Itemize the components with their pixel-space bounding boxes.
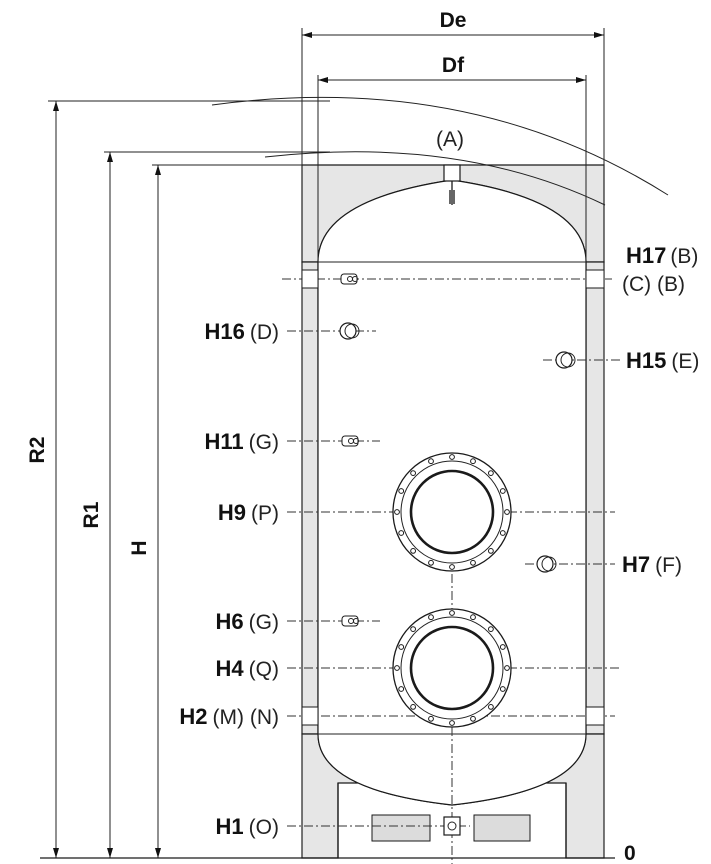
flange-q — [392, 608, 512, 728]
flange-bolt-hole — [499, 686, 506, 692]
flange-bolt-hole — [499, 488, 506, 494]
label-de: De — [440, 9, 467, 32]
label-h11: H11(G) — [205, 429, 279, 454]
flange-bolt-hole — [410, 704, 417, 710]
flange-bolt-hole — [398, 488, 405, 494]
flange-bolt-hole — [504, 509, 510, 515]
flange-bolt-hole — [394, 665, 400, 671]
flange-bolt-hole — [398, 686, 405, 692]
flange-bolt-hole — [410, 548, 417, 554]
flange-bolt-hole — [470, 614, 476, 621]
dimension-lines — [40, 28, 669, 859]
label-h6: H6(G) — [216, 609, 279, 634]
flange-bolt-hole — [499, 644, 506, 650]
connection-labels: (A) H16(D) H11(G) H9(P) H6(G) H4(Q) H2(M… — [179, 128, 699, 839]
label-r2: R2 — [26, 437, 49, 464]
label-h7: H7(F) — [622, 552, 682, 577]
flange-bolt-hole — [428, 458, 434, 465]
label-h17: H17(B) — [626, 243, 698, 268]
label-h4: H4(Q) — [216, 656, 279, 681]
label-h15: H15(E) — [626, 348, 699, 373]
flange-bolt-hole — [488, 626, 494, 632]
flange-bolt-hole — [428, 559, 434, 566]
flange-bolt-hole — [394, 509, 400, 515]
flange-bolt-hole — [410, 626, 417, 632]
flange-bolt-hole — [470, 458, 476, 465]
flange-bolt-hole — [488, 704, 494, 710]
flange-bolt-hole — [449, 720, 455, 726]
flange-bolt-hole — [449, 564, 455, 570]
label-h: H — [128, 540, 151, 555]
connection-a — [443, 164, 461, 205]
flange-bolt-hole — [449, 454, 455, 460]
label-h9: H9(P) — [218, 500, 279, 525]
label-h1: H1(O) — [216, 814, 279, 839]
label-h16: H16(D) — [204, 319, 279, 344]
label-zero: 0 — [624, 842, 636, 864]
dimension-labels: De Df R2 R1 H 0 — [26, 9, 636, 864]
flange-p — [392, 452, 512, 572]
label-connection-a: (A) — [436, 128, 464, 151]
label-h17-extra: (C) (B) — [622, 273, 685, 296]
flange-bolt-hole — [428, 715, 434, 722]
label-h2: H2(M) (N) — [179, 704, 279, 729]
flange-bolt-hole — [428, 614, 434, 621]
flange-bolt-hole — [499, 530, 506, 536]
flange-bolt-hole — [449, 610, 455, 616]
label-r1: R1 — [80, 501, 103, 528]
flange-bolt-hole — [470, 559, 476, 566]
flange-bolt-hole — [470, 715, 476, 722]
flange-bolt-hole — [398, 530, 405, 536]
flange-bolt-hole — [488, 470, 494, 477]
nozzles — [339, 273, 576, 836]
label-df: Df — [442, 54, 465, 77]
flange-bolt-hole — [488, 548, 494, 554]
flange-bolt-hole — [504, 665, 510, 671]
flange-bolt-hole — [398, 644, 405, 650]
flange-bolt-hole — [410, 470, 417, 477]
